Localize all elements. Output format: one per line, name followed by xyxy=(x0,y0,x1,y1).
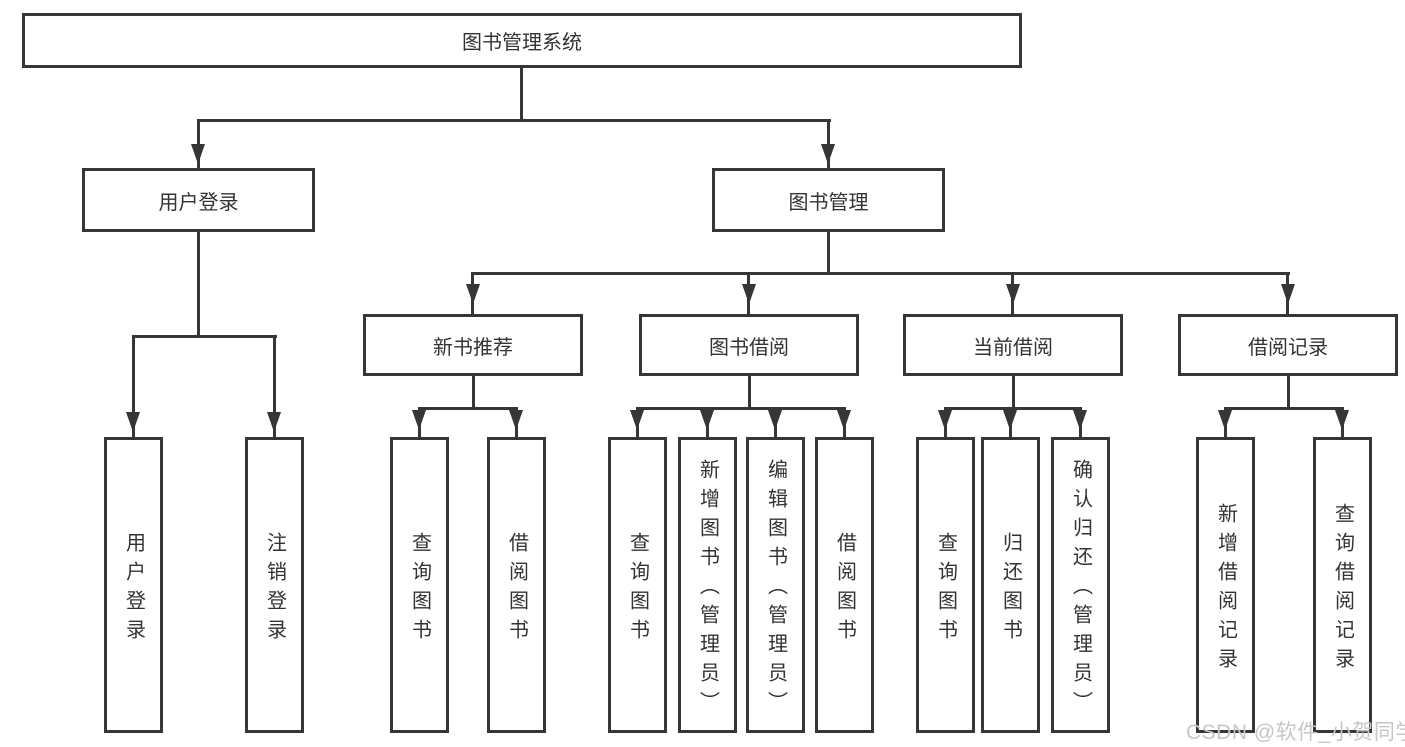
node-label: 用户登录 xyxy=(122,531,145,648)
leaf-edit-books-admin: 编辑图书（管理员） xyxy=(746,437,805,733)
node-book-management: 图书管理 xyxy=(712,168,945,232)
connector-line xyxy=(827,232,830,275)
leaf-query-borrow-record: 查询借阅记录 xyxy=(1313,437,1372,733)
csdn-watermark: CSDN @软件_小贺同学 xyxy=(1186,721,1405,744)
node-label: 确认归还（管理员） xyxy=(1069,459,1092,720)
node-label: 借阅图书 xyxy=(505,531,528,648)
node-label: 查询图书 xyxy=(934,531,957,648)
leaf-query-books-2: 查询图书 xyxy=(608,437,667,733)
arrow-down-icon xyxy=(466,284,480,304)
arrow-down-icon xyxy=(1006,284,1020,304)
arrow-down-icon xyxy=(126,412,140,432)
connector-line xyxy=(1224,407,1344,410)
leaf-query-books-3: 查询图书 xyxy=(916,437,975,733)
node-label: 注销登录 xyxy=(263,531,286,648)
connector-line xyxy=(520,68,523,121)
arrow-down-icon xyxy=(821,144,835,164)
leaf-return-books: 归还图书 xyxy=(981,437,1040,733)
arrow-down-icon xyxy=(768,410,782,430)
connector-line xyxy=(1012,376,1015,410)
arrow-down-icon xyxy=(1003,410,1017,430)
leaf-confirm-return-admin: 确认归还（管理员） xyxy=(1051,437,1110,733)
connector-line xyxy=(273,335,276,437)
node-current-borrow: 当前借阅 xyxy=(903,314,1123,376)
arrow-down-icon xyxy=(1073,410,1087,430)
node-label: 查询图书 xyxy=(408,531,431,648)
arrow-down-icon xyxy=(630,410,644,430)
node-book-borrow: 图书借阅 xyxy=(639,314,859,376)
node-label: 编辑图书（管理员） xyxy=(764,459,787,720)
leaf-user-login: 用户登录 xyxy=(104,437,163,733)
connector-line xyxy=(636,407,846,410)
connector-line xyxy=(132,335,277,338)
arrow-down-icon xyxy=(1281,284,1295,304)
node-borrow-records: 借阅记录 xyxy=(1178,314,1398,376)
connector-line xyxy=(197,232,200,338)
leaf-add-books-admin: 新增图书（管理员） xyxy=(678,437,737,733)
node-new-book-recommend: 新书推荐 xyxy=(363,314,583,376)
arrow-down-icon xyxy=(509,410,523,430)
node-label: 查询图书 xyxy=(626,531,649,648)
arrow-down-icon xyxy=(412,410,426,430)
connector-line xyxy=(1287,376,1290,410)
connector-line xyxy=(472,376,475,410)
arrow-down-icon xyxy=(191,144,205,164)
connector-line xyxy=(472,272,1290,275)
connector-line xyxy=(827,119,830,168)
connector-line xyxy=(748,376,751,410)
arrow-down-icon xyxy=(938,410,952,430)
arrow-down-icon xyxy=(1218,410,1232,430)
connector-line xyxy=(132,335,135,437)
arrow-down-icon xyxy=(742,284,756,304)
arrow-down-icon xyxy=(1335,410,1349,430)
connector-line xyxy=(197,119,831,122)
node-label: 查询借阅记录 xyxy=(1331,502,1354,677)
node-label: 借阅图书 xyxy=(833,531,856,648)
connector-line xyxy=(197,119,200,168)
connector-line xyxy=(418,407,518,410)
arrow-down-icon xyxy=(267,412,281,432)
node-label: 新增图书（管理员） xyxy=(696,459,719,720)
leaf-add-borrow-record: 新增借阅记录 xyxy=(1196,437,1255,733)
leaf-borrow-books-2: 借阅图书 xyxy=(815,437,874,733)
leaf-query-books-1: 查询图书 xyxy=(390,437,449,733)
arrow-down-icon xyxy=(700,410,714,430)
arrow-down-icon xyxy=(837,410,851,430)
node-label: 归还图书 xyxy=(999,531,1022,648)
leaf-borrow-books-1: 借阅图书 xyxy=(487,437,546,733)
node-user-login: 用户登录 xyxy=(82,168,315,232)
node-library-system: 图书管理系统 xyxy=(22,13,1022,68)
node-label: 新增借阅记录 xyxy=(1214,502,1237,677)
leaf-logout: 注销登录 xyxy=(245,437,304,733)
connector-line xyxy=(944,407,1082,410)
